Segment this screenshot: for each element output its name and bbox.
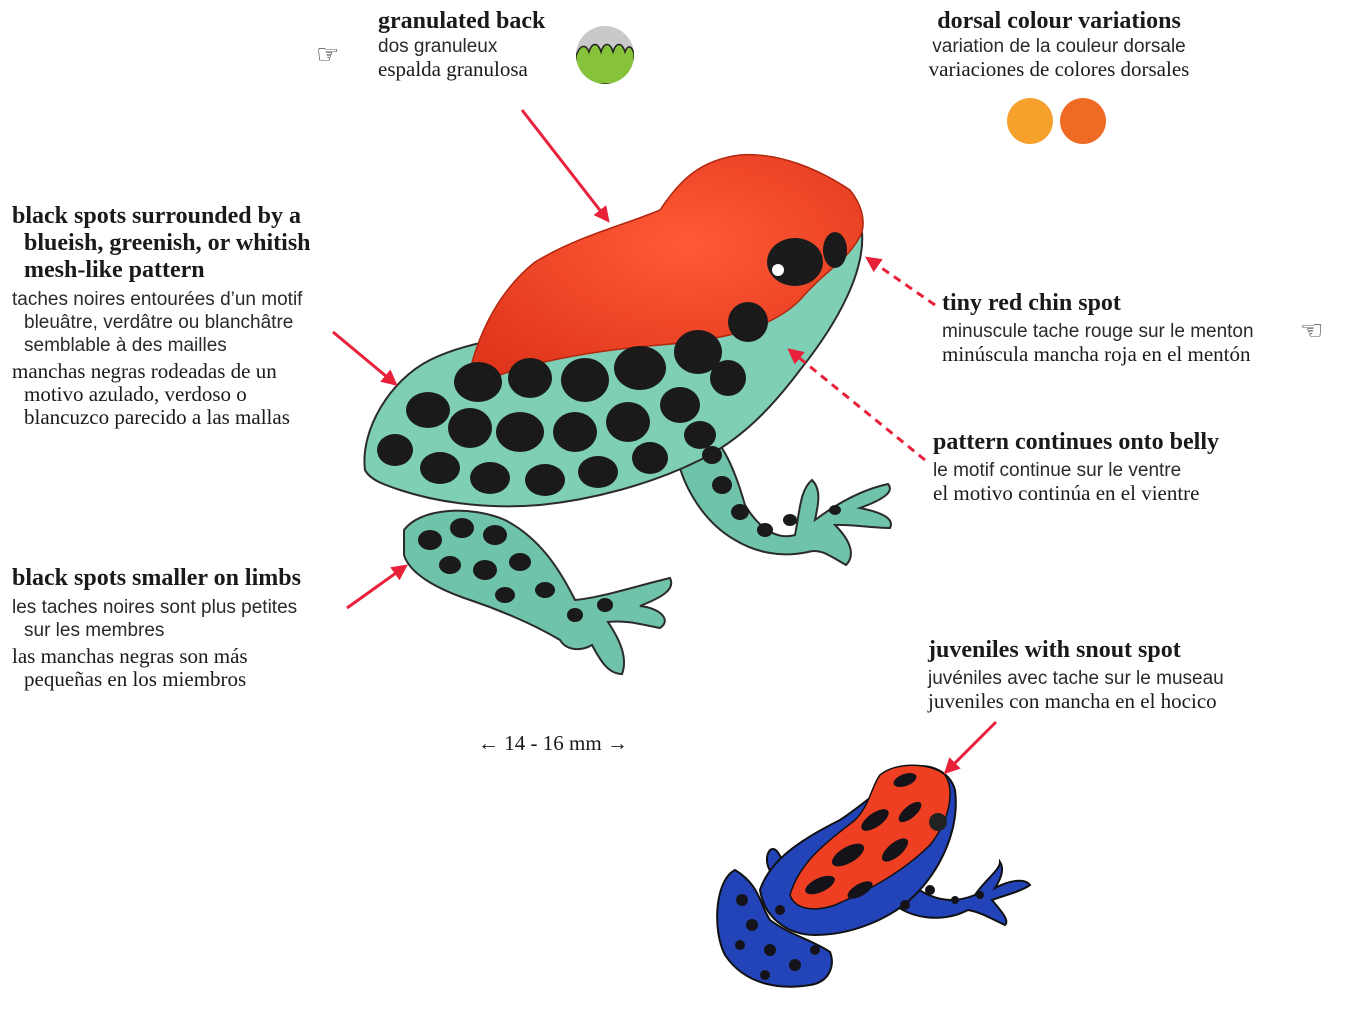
black-spots-fr-2: bleuâtre, verdâtre ou blanchâtre [12, 311, 342, 334]
pointing-hand-left-icon: ☜ [1300, 318, 1323, 344]
size-scale-label: ← 14 - 16 mm → [478, 731, 628, 756]
belly-en: pattern continues onto belly [933, 429, 1219, 456]
dorsal-colour-es: variaciones de colores dorsales [900, 58, 1218, 81]
label-limb-spots: black spots smaller on limbs les taches … [12, 565, 342, 691]
arrow-chin-spot [870, 260, 935, 305]
arrow-limb-spots [347, 568, 403, 608]
belly-fr: le motif continue sur le ventre [933, 459, 1219, 482]
chin-spot-fr: minuscule tache rouge sur le menton [942, 320, 1254, 343]
belly-es: el motivo continúa en el vientre [933, 482, 1219, 505]
black-spots-fr-1: taches noires entourées d’un motif [12, 288, 342, 311]
colour-swatch-red-orange [1060, 98, 1106, 144]
arrow-black-spots [333, 332, 393, 382]
chin-spot-en: tiny red chin spot [942, 290, 1254, 317]
arrow-juvenile-snout [948, 722, 996, 770]
granulated-skin-icon [576, 26, 634, 84]
black-spots-es-2: motivo azulado, verdoso o [12, 383, 342, 406]
label-belly: pattern continues onto belly le motif co… [933, 429, 1219, 505]
black-spots-en-3: mesh-like pattern [12, 257, 342, 284]
black-spots-en-2: blueish, greenish, or whitish [12, 230, 342, 257]
limb-spots-es-2: pequeñas en los miembros [12, 668, 342, 691]
granulated-back-es: espalda granulosa [378, 58, 545, 81]
juveniles-es: juveniles con mancha en el hocico [928, 690, 1224, 713]
pointing-hand-icon: ☞ [316, 42, 339, 68]
limb-spots-es-1: las manchas negras son más [12, 645, 342, 668]
juveniles-fr: juvéniles avec tache sur le museau [928, 667, 1224, 690]
black-spots-es-3: blancuzco parecido a las mallas [12, 406, 342, 429]
label-juveniles: juveniles with snout spot juvéniles avec… [928, 637, 1224, 713]
juvenile-frog-eye [929, 813, 947, 831]
label-dorsal-colour: dorsal colour variations variation de la… [900, 8, 1218, 81]
colour-swatch-orange [1007, 98, 1053, 144]
black-spots-fr-3: semblable à des mailles [12, 334, 342, 357]
label-chin-spot: tiny red chin spot minuscule tache rouge… [942, 290, 1254, 366]
arrow-granulated-back [522, 110, 606, 218]
juvenile-frog-illustration [717, 765, 1030, 986]
label-granulated-back: granulated back dos granuleux espalda gr… [378, 8, 545, 81]
granulated-back-fr: dos granuleux [378, 35, 545, 58]
granulated-back-en: granulated back [378, 8, 545, 35]
limb-spots-en: black spots smaller on limbs [12, 565, 342, 592]
dorsal-colour-fr: variation de la couleur dorsale [900, 35, 1218, 58]
black-spots-en-1: black spots surrounded by a [12, 203, 342, 230]
black-spots-es-1: manchas negras rodeadas de un [12, 360, 342, 383]
arrow-belly [792, 352, 925, 460]
adult-frog-illustration [364, 155, 891, 674]
adult-frog-eye [767, 238, 823, 286]
limb-spots-fr-1: les taches noires sont plus petites [12, 596, 342, 619]
chin-spot-es: minúscula mancha roja en el mentón [942, 343, 1254, 366]
limb-spots-fr-2: sur les membres [12, 619, 342, 642]
juveniles-en: juveniles with snout spot [928, 637, 1224, 664]
dorsal-colour-en: dorsal colour variations [900, 8, 1218, 35]
adult-frog-eye-highlight [772, 264, 784, 276]
label-black-spots: black spots surrounded by a blueish, gre… [12, 203, 342, 429]
